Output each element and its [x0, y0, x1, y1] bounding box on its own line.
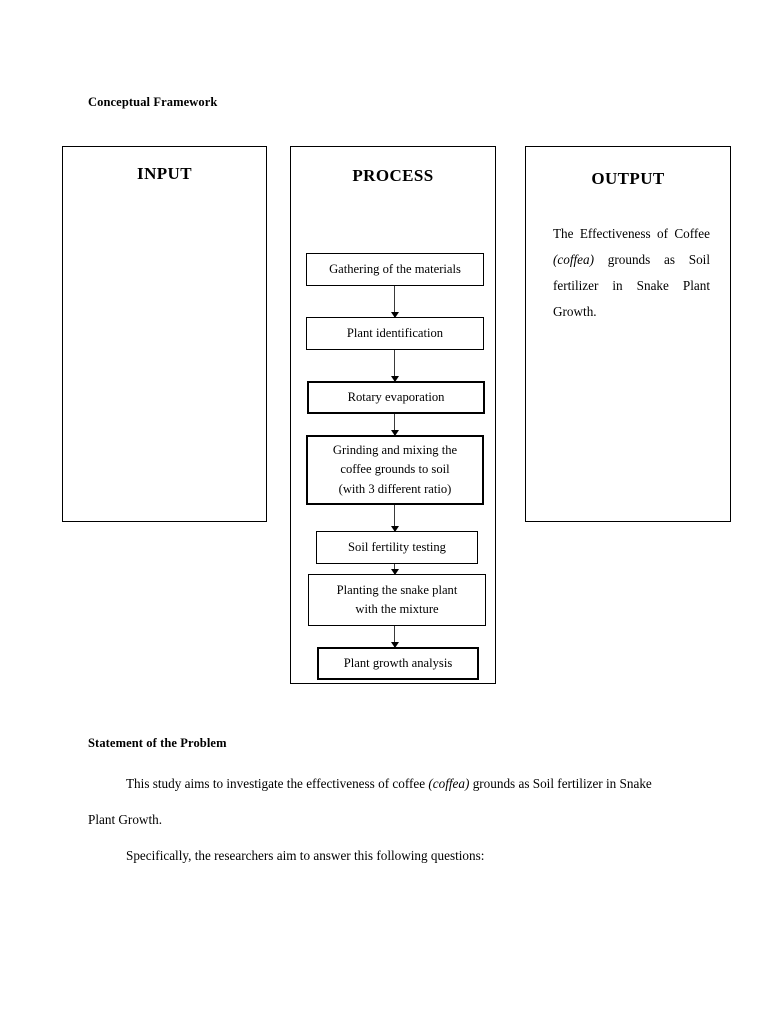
process-step-box: Plant identification — [306, 317, 484, 350]
process-column-title: PROCESS — [352, 166, 434, 185]
process-step-box: Gathering of the materials — [306, 253, 484, 286]
statement-paragraph-2: Specifically, the researchers aim to ans… — [126, 848, 485, 863]
flow-arrow-down-icon — [389, 414, 400, 436]
statement-paragraph-1: This study aims to investigate the effec… — [88, 776, 652, 827]
output-column-title: OUTPUT — [591, 169, 665, 188]
species-name: (coffea) — [428, 776, 470, 791]
process-step-box: Rotary evaporation — [307, 381, 485, 414]
process-step-box: Soil fertility testing — [316, 531, 478, 564]
process-step-label: Plant growth analysis — [343, 655, 453, 670]
process-step-label: Plant identification — [346, 325, 444, 340]
flow-arrow-down-icon — [389, 505, 400, 532]
input-column-title: INPUT — [137, 164, 192, 183]
output-column: OUTPUT The Effectiveness of Coffee (coff… — [525, 146, 731, 522]
input-column: INPUT — [62, 146, 267, 522]
flow-arrow-down-icon — [389, 626, 400, 648]
process-step-label: Gathering of the materials — [329, 261, 461, 276]
process-step-label: Rotary evaporation — [347, 389, 445, 404]
process-step-box: Plant growth analysis — [317, 647, 479, 680]
flow-arrow-down-icon — [389, 286, 400, 318]
species-name: (coffea) — [553, 252, 595, 267]
flow-arrow-down-icon — [389, 350, 400, 382]
flow-arrow-down-icon — [389, 564, 400, 575]
process-step-label: Soil fertility testing — [348, 539, 446, 554]
conceptual-framework-heading: Conceptual Framework — [88, 95, 218, 109]
output-statement: The Effectiveness of Coffee (coffea) gro… — [553, 226, 710, 319]
statement-of-the-problem-heading: Statement of the Problem — [88, 736, 227, 750]
